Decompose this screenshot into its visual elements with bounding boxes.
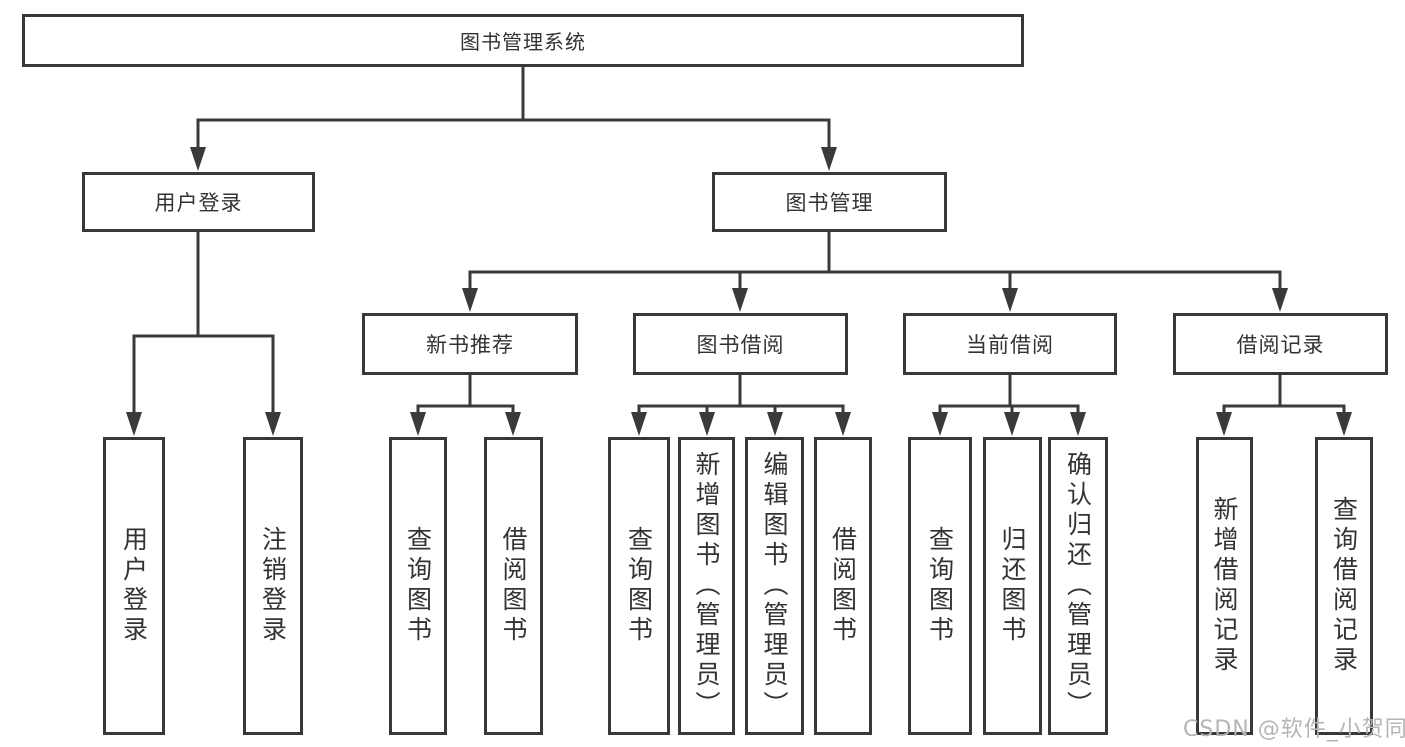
arrowheads-book-borrow-children <box>631 412 851 436</box>
leaf-query-books-borrow: 查询图书 <box>608 437 670 735</box>
node-root-system: 图书管理系统 <box>22 14 1024 67</box>
leaf-add-borrow-record: 新增借阅记录 <box>1196 437 1253 735</box>
arrowheads-new-book-children <box>410 412 521 436</box>
node-book-management: 图书管理 <box>712 172 947 232</box>
connector-borrow-record-to-children <box>1222 375 1346 414</box>
connector-current-borrow-to-children <box>938 375 1080 414</box>
connector-book-borrow-to-children <box>637 375 845 414</box>
leaf-return-books: 归还图书 <box>983 437 1042 735</box>
leaf-query-borrow-record: 查询借阅记录 <box>1315 437 1373 735</box>
arrowheads-borrow-record-children <box>1216 412 1352 436</box>
arrowheads-level2 <box>190 147 837 171</box>
node-borrow-records: 借阅记录 <box>1173 313 1388 375</box>
connector-book-management-to-level3 <box>468 232 1282 290</box>
leaf-confirm-return-admin: 确认归还（管理员） <box>1048 437 1108 735</box>
leaf-borrow-books-recommend: 借阅图书 <box>484 437 543 735</box>
node-current-borrow: 当前借阅 <box>903 313 1117 375</box>
arrowheads-user-login-children <box>126 412 281 436</box>
connector-user-login-to-children <box>132 232 275 414</box>
node-user-login: 用户登录 <box>82 172 315 232</box>
leaf-user-login: 用户登录 <box>103 437 165 735</box>
node-new-book-recommend: 新书推荐 <box>362 313 578 375</box>
csdn-watermark: CSDN @软件_小贺同学 <box>1183 717 1405 742</box>
arrowheads-current-borrow-children <box>932 412 1086 436</box>
connector-new-book-to-children <box>416 375 515 414</box>
leaf-query-books-recommend: 查询图书 <box>389 437 447 735</box>
leaf-borrow-books: 借阅图书 <box>814 437 872 735</box>
leaf-edit-books-admin: 编辑图书（管理员） <box>745 437 804 735</box>
arrowheads-level3 <box>462 288 1288 312</box>
node-book-borrow: 图书借阅 <box>633 313 848 375</box>
leaf-logout: 注销登录 <box>243 437 303 735</box>
leaf-add-books-admin: 新增图书（管理员） <box>678 437 735 735</box>
leaf-query-books-current: 查询图书 <box>908 437 972 735</box>
connector-root-to-level2 <box>196 67 831 149</box>
